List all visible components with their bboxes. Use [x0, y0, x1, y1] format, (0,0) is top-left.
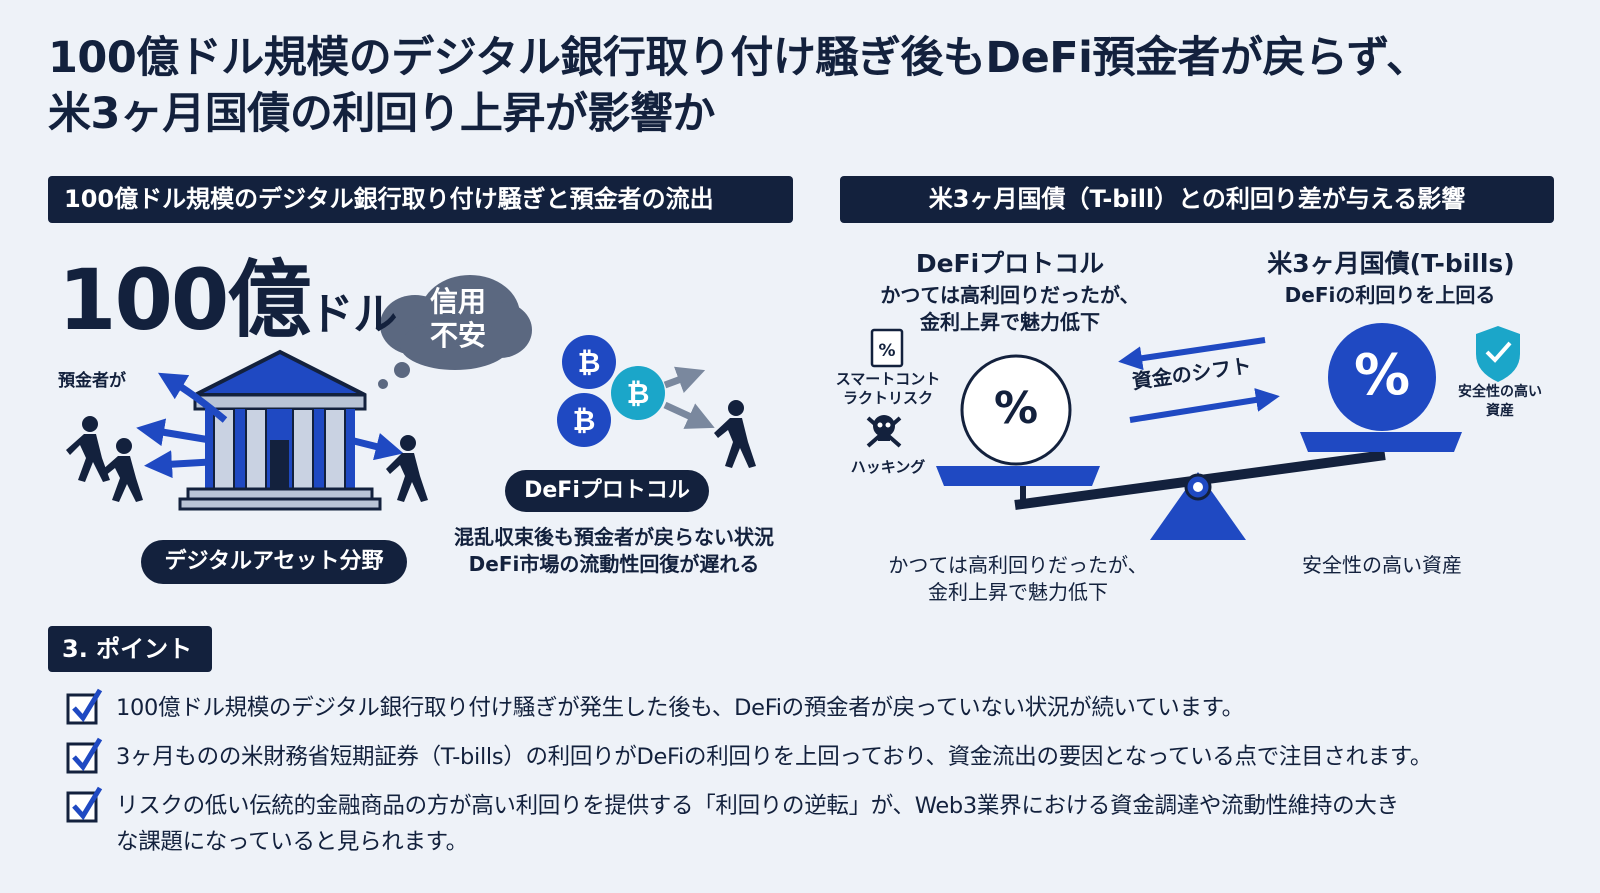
tbill-column-title: 米3ヶ月国債(T-bills): [1267, 249, 1515, 278]
bitcoin-icon: ₿ ₿ ₿: [557, 335, 665, 447]
point-item-text: 100億ドル規模のデジタル銀行取り付け騒ぎが発生した後も、DeFiの預金者が戻っ…: [116, 695, 1244, 721]
cloud-text: 信用 不安: [418, 285, 498, 353]
bottom-left-caption: かつては高利回りだったが、 金利上昇で魅力低下: [868, 552, 1168, 606]
skull-crossbones-icon: [866, 415, 902, 448]
bottom-right-caption: 安全性の高い資産: [1302, 553, 1462, 577]
defi-subtitle-line-1: かつては高利回りだったが、: [880, 283, 1140, 307]
right-section-header: 米3ヶ月国債（T-bill）との利回り差が与える影響: [840, 176, 1554, 223]
cloud-text-line-1: 信用: [429, 285, 486, 318]
credit-anxiety-cloud-icon: [378, 275, 532, 389]
defi-subtitle-line-2: 金利上昇で魅力低下: [920, 310, 1100, 334]
safe-label-line-2: 資産: [1486, 403, 1514, 419]
document-percent-icon: %: [870, 328, 904, 368]
amount-number: 100億: [58, 251, 311, 349]
digital-asset-pill: デジタルアセット分野: [141, 540, 407, 584]
left-section-header: 100億ドル規模のデジタル銀行取り付け騒ぎと預金者の流出: [48, 176, 793, 223]
safe-asset-label: 安全性の高い 資産: [1450, 383, 1550, 421]
person-walking-icon: [66, 400, 756, 502]
risk-label-line-1: スマートコント: [835, 370, 941, 388]
balance-scale-icon: [936, 432, 1462, 540]
points-header: 3. ポイント: [48, 626, 212, 672]
amount-label: 100億ドル: [58, 255, 397, 360]
tbill-yield-percent-icon: [1328, 323, 1436, 431]
point-item-text: リスクの低い伝統的金融商品の方が高い利回りを提供する「利回りの逆転」が、Web3…: [116, 793, 1399, 819]
cloud-text-line-2: 不安: [429, 319, 486, 352]
title-line-2: 米3ヶ月国債の利回り上昇が影響か: [48, 89, 715, 139]
bottom-left-caption-line-2: 金利上昇で魅力低下: [928, 580, 1108, 604]
tbill-column-subtitle: DeFiの利回りを上回る: [1284, 283, 1496, 307]
left-caption-line-2: DeFi市場の流動性回復が遅れる: [468, 552, 760, 576]
bank-icon: [178, 349, 382, 511]
point-item-text: 3ヶ月ものの米財務省短期証券（T-bills）の利回りがDeFiの利回りを上回っ…: [116, 744, 1433, 770]
bottom-left-caption-line-1: かつては高利回りだったが、: [888, 553, 1148, 577]
defi-column-title: DeFiプロトコル: [915, 249, 1105, 278]
safe-label-line-1: 安全性の高い: [1458, 384, 1542, 400]
amount-unit: ドル: [309, 289, 398, 340]
checkbox-checked-icon: [66, 688, 103, 823]
smart-contract-risk-label: スマートコント ラクトリスク: [826, 370, 950, 408]
svg-text:₿: ₿: [578, 346, 601, 379]
defi-yield-percent-icon: [960, 354, 1072, 466]
coin-outflow-arrows: [663, 366, 715, 429]
left-caption-line-1: 混乱収束後も預金者が戻らない状況: [454, 525, 774, 549]
depositors-label: 預金者が: [58, 371, 126, 391]
title-line-1: 100億ドル規模のデジタル銀行取り付け騒ぎ後もDeFi預金者が戻らず、: [48, 33, 1429, 83]
svg-text:%: %: [878, 341, 895, 361]
svg-text:₿: ₿: [573, 404, 596, 437]
page-title: 100億ドル規模のデジタル銀行取り付け騒ぎ後もDeFi預金者が戻らず、 米3ヶ月…: [48, 30, 1568, 142]
tbill-percent-symbol: %: [1353, 343, 1411, 408]
hacking-label: ハッキング: [850, 458, 926, 476]
defi-protocol-pill: DeFiプロトコル: [505, 470, 709, 512]
outflow-arrows: [136, 372, 404, 479]
defi-column-subtitle: かつては高利回りだったが、 金利上昇で魅力低下: [860, 282, 1160, 336]
left-caption: 混乱収束後も預金者が戻らない状況 DeFi市場の流動性回復が遅れる: [436, 524, 792, 578]
fund-shift-arrows: [1118, 337, 1280, 423]
defi-percent-symbol: %: [993, 383, 1039, 434]
svg-text:₿: ₿: [627, 377, 650, 410]
point-item-text-continued: な課題になっていると見られます。: [116, 829, 468, 855]
shield-check-icon: [1476, 326, 1520, 382]
risk-label-line-2: ラクトリスク: [842, 389, 933, 407]
